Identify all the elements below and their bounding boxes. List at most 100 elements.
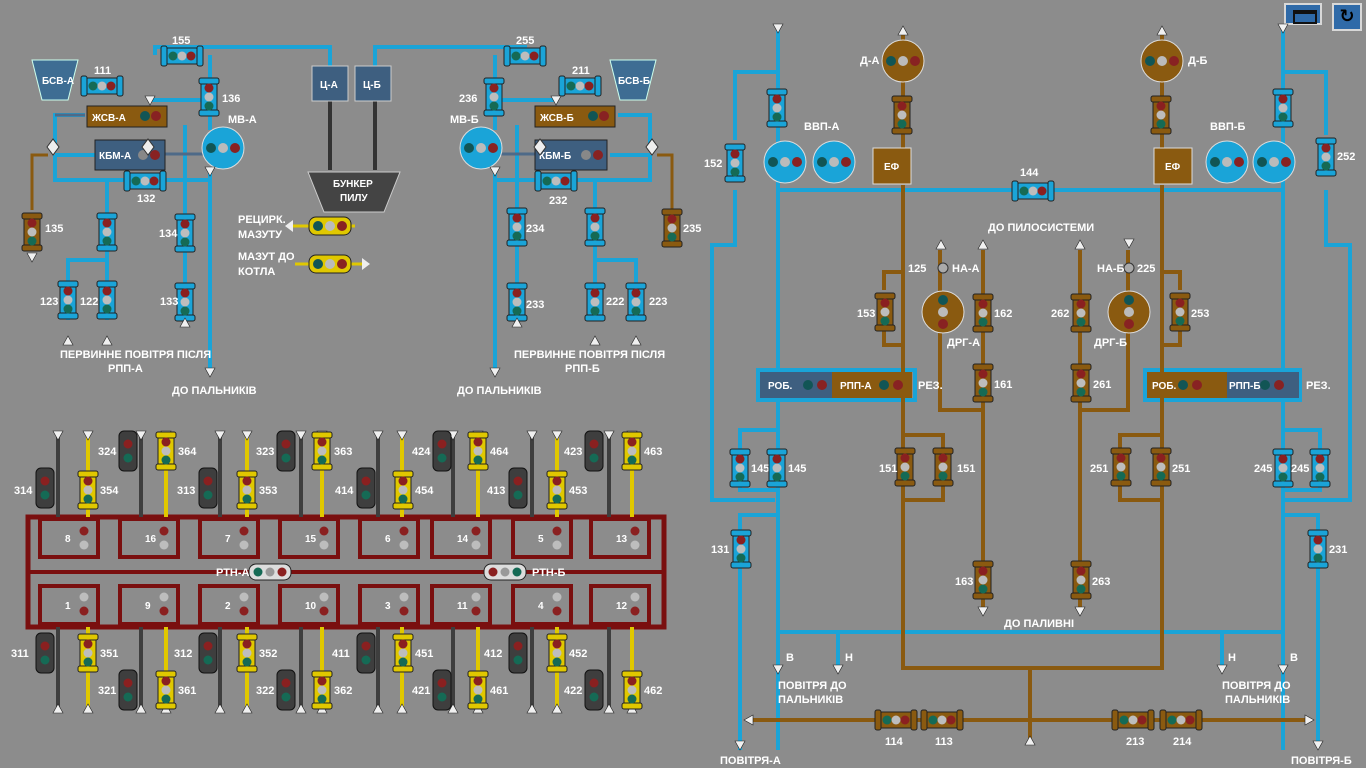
valve-421[interactable] [432,669,452,711]
valve-262[interactable] [1070,293,1092,333]
valve-245-a[interactable] [1272,448,1294,488]
valve-463[interactable] [621,431,643,471]
valve-313[interactable] [198,467,218,509]
vvp-a-fan-2[interactable] [812,140,856,184]
burner-15[interactable]: 15 [278,517,340,559]
ef-a-block[interactable]: ЕФ [872,147,912,185]
valve-123[interactable] [57,280,79,320]
burner-2[interactable]: 2 [198,584,260,626]
refresh-button[interactable]: ↻ [1332,3,1362,31]
valve-113[interactable] [920,709,964,731]
valve-251-b[interactable] [1150,447,1172,487]
burner-16[interactable]: 16 [118,517,180,559]
valve-411[interactable] [356,632,376,674]
valve-413[interactable] [508,467,528,509]
d-a-fan[interactable] [881,39,925,83]
burner-9[interactable]: 9 [118,584,180,626]
valve-323[interactable] [276,430,296,472]
zhsv-a-block[interactable]: ЖСВ-А [86,105,168,128]
valve-213[interactable] [1111,709,1155,731]
mv-a-fan[interactable] [201,126,245,170]
valve-252[interactable] [1315,137,1337,177]
valve-451[interactable] [392,633,414,673]
valve-362[interactable] [311,670,333,710]
cyclone-b[interactable]: Ц-Б [354,65,392,102]
valve-414[interactable] [356,467,376,509]
vvp-b-fan-1[interactable] [1205,140,1249,184]
valve-145-b[interactable] [766,448,788,488]
d-b-fan[interactable] [1140,39,1184,83]
valve-214[interactable] [1159,709,1203,731]
ef-b-block[interactable]: ЕФ [1153,147,1193,185]
valve-211[interactable] [558,75,602,97]
na-a-indicator[interactable] [937,262,949,274]
valve-245-b[interactable] [1309,448,1331,488]
valve-261[interactable] [1070,363,1092,403]
valve-424[interactable] [432,430,452,472]
valve-111[interactable] [80,75,124,97]
rpp-b-block[interactable]: РОБ. РПП-Б [1147,372,1299,398]
valve-155[interactable] [160,45,204,67]
burner-12[interactable]: 12 [589,584,651,626]
valve-361[interactable] [155,670,177,710]
na-b-indicator[interactable] [1123,262,1135,274]
window-toggle-button[interactable] [1284,3,1322,25]
valve-236[interactable] [483,77,505,117]
valve-162[interactable] [972,293,994,333]
valve-151-b[interactable] [932,447,954,487]
valve-151-a[interactable] [894,447,916,487]
burner-14[interactable]: 14 [430,517,492,559]
valve-412[interactable] [508,632,528,674]
valve-453[interactable] [546,470,568,510]
valve-132[interactable] [123,170,167,192]
valve-311[interactable] [35,632,55,674]
valve-d-b-out[interactable] [1150,95,1172,135]
valve-232[interactable] [534,170,578,192]
valve-314[interactable] [35,467,55,509]
cyclone-a[interactable]: Ц-А [311,65,349,102]
vvp-b-fan-2[interactable] [1252,140,1296,184]
valve-351[interactable] [77,633,99,673]
burner-4[interactable]: 4 [511,584,573,626]
vvp-a-fan-1[interactable] [763,140,807,184]
valve-423[interactable] [584,430,604,472]
burner-6[interactable]: 6 [358,517,420,559]
rtn-a-valve[interactable] [248,563,292,581]
valve-223[interactable] [625,282,647,322]
burner-10[interactable]: 10 [278,584,340,626]
valve-464[interactable] [467,431,489,471]
valve-d-a-out[interactable] [891,95,913,135]
zhsv-b-block[interactable]: ЖСВ-Б [534,105,616,128]
valve-461[interactable] [467,670,489,710]
burner-3[interactable]: 3 [358,584,420,626]
valve-452[interactable] [546,633,568,673]
bsv-b-block[interactable]: БСВ-Б [609,59,657,101]
mazut-valve[interactable] [295,254,370,274]
valve-324[interactable] [118,430,138,472]
burner-11[interactable]: 11 [430,584,492,626]
drg-a-fan[interactable] [921,290,965,334]
valve-422[interactable] [584,669,604,711]
valve-135[interactable] [21,212,43,252]
valve-161[interactable] [972,363,994,403]
burner-5[interactable]: 5 [511,517,573,559]
burner-8[interactable]: 8 [38,517,100,559]
valve-462[interactable] [621,670,643,710]
valve-322[interactable] [276,669,296,711]
rtn-b-valve[interactable] [483,563,527,581]
valve-231[interactable] [1307,529,1329,569]
kbm-b-block[interactable]: КБМ-Б [534,139,608,171]
valve-222-upper[interactable] [584,207,606,247]
drg-b-fan[interactable] [1107,290,1151,334]
valve-354[interactable] [77,470,99,510]
valve-321[interactable] [118,669,138,711]
valve-145-a[interactable] [729,448,751,488]
valve-352[interactable] [236,633,258,673]
recirc-valve[interactable] [285,216,355,236]
valve-122-upper[interactable] [96,212,118,252]
valve-363[interactable] [311,431,333,471]
valve-235[interactable] [661,208,683,248]
bsv-a-block[interactable]: БСВ-А [31,59,79,101]
valve-312[interactable] [198,632,218,674]
dust-bunker[interactable]: БУНКЕР ПИЛУ [307,171,401,213]
